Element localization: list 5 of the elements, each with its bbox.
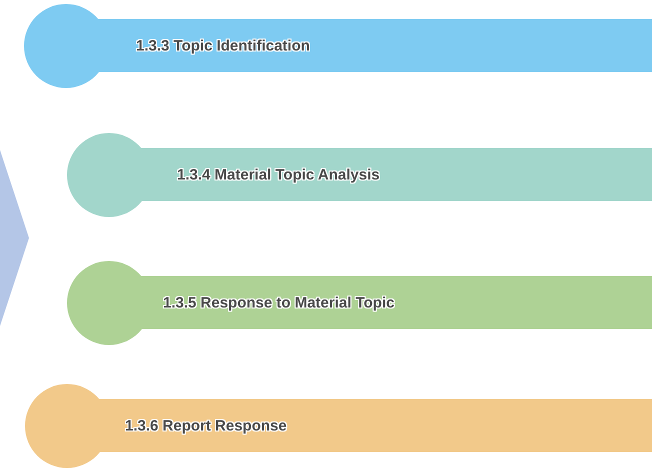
banner-label: 1.3.6 Report Response [125, 418, 287, 434]
banner-label: 1.3.3 Topic Identification [136, 38, 310, 54]
chevron-shape [0, 150, 30, 326]
banner-label: 1.3.5 Response to Material Topic [163, 294, 394, 312]
banner-label: 1.3.4 Material Topic Analysis [177, 166, 380, 184]
